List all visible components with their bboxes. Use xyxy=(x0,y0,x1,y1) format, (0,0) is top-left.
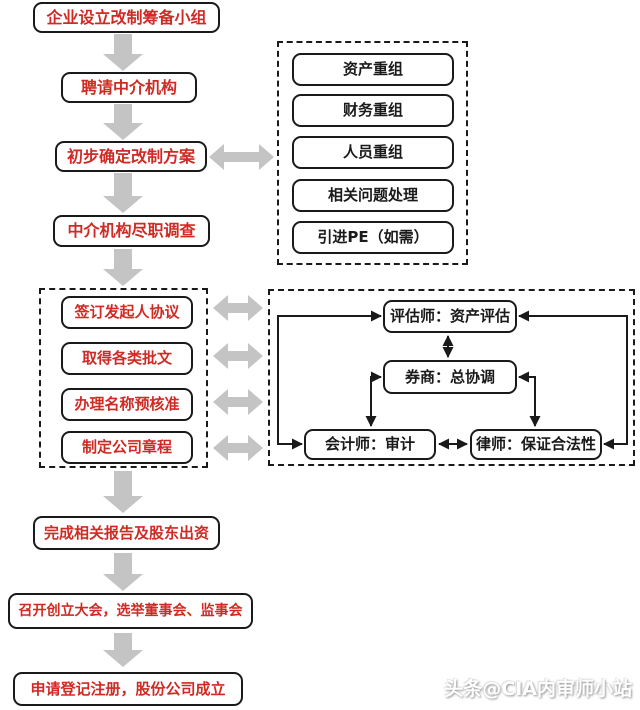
step-due-diligence: 中介机构尽职调查 xyxy=(53,215,210,247)
preparation-item-approvals: 取得各类批文 xyxy=(61,342,193,375)
restructuring-item-assets: 资产重组 xyxy=(292,53,454,86)
step-registration-established: 申请登记注册，股份公司成立 xyxy=(13,672,243,706)
double-arrow-icon-approvals xyxy=(213,343,263,369)
restructuring-item-issues: 相关问题处理 xyxy=(292,179,454,212)
double-arrow-icon-charter xyxy=(213,435,263,461)
intermediary-broker: 券商：总协调 xyxy=(383,360,517,394)
step-preparation-group: 企业设立改制筹备小组 xyxy=(33,2,220,33)
restructuring-item-personnel: 人员重组 xyxy=(292,136,454,169)
down-arrow-icon-3 xyxy=(103,173,143,213)
restructuring-item-finance: 财务重组 xyxy=(292,94,454,127)
connector-accountant-appraiser xyxy=(277,310,382,450)
down-arrow-icon-6 xyxy=(103,553,143,591)
watermark: 头条@CIA内审师小站 xyxy=(444,678,632,700)
down-arrow-icon-5 xyxy=(103,471,143,513)
down-arrow-icon-1 xyxy=(103,34,143,71)
connector-lawyer-appraiser xyxy=(518,310,628,450)
down-arrow-icon-4 xyxy=(103,249,143,286)
preparation-item-name-preapproval: 办理名称预核准 xyxy=(61,388,193,421)
preparation-item-promoter-agreement: 签订发起人协议 xyxy=(61,296,193,329)
intermediary-lawyer: 律师：保证合法性 xyxy=(470,429,602,460)
preparation-panel xyxy=(39,288,208,468)
step-reports-and-capital: 完成相关报告及股东出资 xyxy=(33,516,220,550)
intermediary-accountant: 会计师：审计 xyxy=(304,429,436,460)
step-founding-meeting: 召开创立大会，选举董事会、监事会 xyxy=(8,593,253,629)
connector-broker-accountant xyxy=(365,371,382,427)
step-hire-intermediaries: 聘请中介机构 xyxy=(61,72,197,103)
double-arrow-icon-name-check xyxy=(213,389,263,415)
intermediary-appraiser: 评估师：资产评估 xyxy=(383,300,517,333)
connector-broker-lawyer xyxy=(518,371,541,427)
step-initial-reform-plan: 初步确定改制方案 xyxy=(55,141,207,172)
down-arrow-icon-2 xyxy=(103,104,143,140)
down-arrow-icon-7 xyxy=(103,633,143,667)
double-arrow-icon-plan-restructuring xyxy=(209,144,274,170)
preparation-item-company-charter: 制定公司章程 xyxy=(61,431,193,464)
restructuring-item-pe: 引进PE（如需） xyxy=(292,221,454,254)
intermediaries-panel xyxy=(268,289,635,466)
restructuring-panel xyxy=(277,41,468,265)
double-arrow-icon-agreement xyxy=(213,295,263,321)
